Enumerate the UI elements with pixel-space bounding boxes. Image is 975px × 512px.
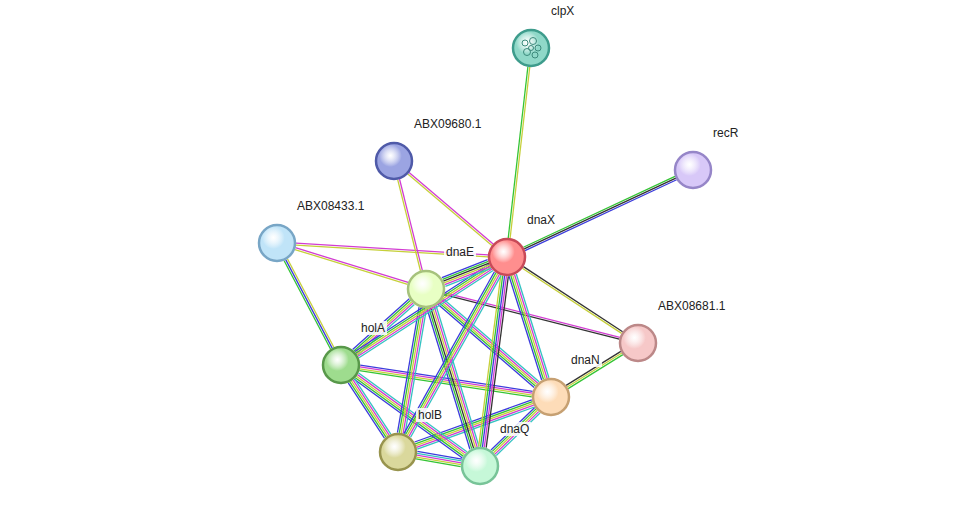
- node-circle: [378, 432, 418, 472]
- edge-strand: [509, 276, 542, 380]
- edge-strand: [353, 380, 389, 435]
- edge-strand: [348, 383, 384, 438]
- edge-strand: [525, 180, 677, 251]
- interaction-edge: [348, 379, 391, 438]
- edge-strand: [358, 304, 415, 355]
- edge-strand: [286, 260, 332, 348]
- edge-strand: [443, 261, 489, 279]
- node-label: dnaE: [444, 245, 476, 259]
- edge-strand: [400, 179, 423, 270]
- protein-node: ABX08433.1: [257, 223, 297, 263]
- edge-strand: [511, 276, 544, 380]
- protein-node: dnaQ: [460, 446, 500, 486]
- node-label: recR: [711, 126, 740, 140]
- node-circle: [460, 446, 500, 486]
- edge-strand: [284, 261, 330, 349]
- edge-strand: [416, 457, 461, 465]
- edge-strand: [522, 268, 621, 333]
- edge-strand: [360, 369, 532, 395]
- interaction-edge: [295, 248, 408, 285]
- protein-node: dnaE: [406, 269, 446, 309]
- protein-node: ABX08681.1: [618, 323, 658, 363]
- edge-strand: [523, 176, 675, 247]
- interaction-edge: [523, 176, 676, 250]
- edge-strand: [442, 260, 488, 278]
- node-label: dnaN: [569, 353, 602, 367]
- edge-strand: [516, 274, 549, 378]
- edge-strand: [444, 295, 619, 340]
- interaction-edge: [284, 259, 334, 349]
- node-circle: [374, 141, 414, 181]
- node-label: holB: [416, 408, 444, 422]
- node-circle: [531, 377, 571, 417]
- node-label: dnaX: [525, 213, 557, 227]
- edge-strand: [404, 272, 494, 434]
- edge-strand: [409, 173, 493, 244]
- edge-strand: [398, 180, 421, 271]
- interaction-edge: [509, 274, 549, 380]
- edge-strand: [417, 455, 462, 463]
- node-label: ABX08681.1: [656, 299, 727, 313]
- edge-strand: [408, 174, 492, 245]
- edge-strand: [295, 248, 408, 283]
- edge-strand: [359, 271, 493, 358]
- edge-strand: [496, 413, 540, 456]
- edge-strand: [355, 379, 391, 434]
- protein-node: dnaN: [531, 377, 571, 417]
- edge-strand: [288, 259, 334, 347]
- node-circle: [487, 237, 527, 277]
- protein-node: clpX: [511, 28, 551, 68]
- edge-strand: [358, 269, 492, 356]
- node-circle: [406, 269, 446, 309]
- interaction-edge: [398, 179, 423, 271]
- edge-strand: [416, 459, 461, 467]
- node-label: holA: [359, 321, 387, 335]
- edge-strand: [351, 381, 387, 436]
- interaction-edge: [408, 173, 493, 246]
- edge-strand: [357, 267, 491, 354]
- node-label: dnaQ: [498, 422, 531, 436]
- node-label: clpX: [549, 4, 576, 18]
- node-label: ABX08433.1: [295, 199, 366, 213]
- edge-strand: [443, 263, 489, 281]
- node-circle: [618, 323, 658, 363]
- edge-strand: [513, 275, 546, 379]
- interaction-edge: [442, 260, 491, 287]
- interaction-edge: [355, 264, 493, 358]
- protein-node: dnaX: [487, 237, 527, 277]
- protein-node: recR: [673, 150, 713, 190]
- node-circle: [321, 345, 361, 385]
- protein-node: ABX09680.1: [374, 141, 414, 181]
- edge-strand: [566, 351, 621, 385]
- node-circle: [257, 223, 297, 263]
- edge-strand: [523, 267, 622, 332]
- node-circle: [673, 150, 713, 190]
- edge-strand: [295, 250, 408, 285]
- protein-node: holB: [378, 432, 418, 472]
- interaction-edge: [415, 400, 535, 449]
- interaction-edge: [566, 351, 623, 388]
- edge-strand: [350, 382, 386, 437]
- interaction-edge: [522, 267, 622, 334]
- interaction-edge: [416, 451, 462, 466]
- edge-strand: [524, 178, 676, 249]
- interaction-edge: [491, 408, 540, 456]
- edge-strand: [567, 353, 622, 387]
- node-circle: [511, 28, 551, 68]
- edge-strand: [515, 275, 548, 379]
- node-label: ABX09680.1: [412, 117, 483, 131]
- edge-strand: [356, 266, 490, 353]
- protein-node: holA: [321, 345, 361, 385]
- edge-strand: [495, 412, 539, 455]
